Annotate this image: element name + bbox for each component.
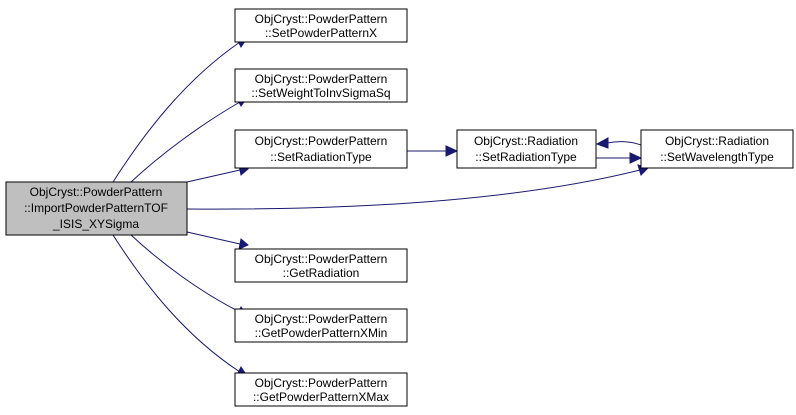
node-label-line: ObjCryst::PowderPattern — [255, 72, 388, 86]
node-label-line: ::GetPowderPatternXMin — [255, 326, 388, 340]
node-label-line: ObjCryst::Radiation — [665, 134, 769, 148]
node-label-line: ::SetPowderPatternX — [265, 26, 377, 40]
node-set-weight-to-inv-sigma-sq[interactable]: ObjCryst::PowderPattern ::SetWeightToInv… — [234, 68, 408, 103]
node-get-radiation[interactable]: ObjCryst::PowderPattern ::GetRadiation — [234, 248, 408, 283]
node-label-line: ObjCryst::PowderPattern — [255, 312, 388, 326]
edge-setrad-to-radtype — [407, 145, 459, 157]
node-get-powder-pattern-x-max[interactable]: ObjCryst::PowderPattern ::GetPowderPatte… — [234, 372, 408, 407]
node-radiation-set-wavelength-type[interactable]: ObjCryst::Radiation ::SetWavelengthType — [640, 129, 794, 169]
node-label-line: ::ImportPowderPatternTOF — [24, 201, 168, 215]
node-label-line: ::SetWeightToInvSigmaSq — [251, 86, 390, 100]
node-label-line: ::SetWavelengthType — [660, 150, 774, 164]
node-import-powder-pattern-tof[interactable]: ObjCryst::PowderPattern ::ImportPowderPa… — [5, 181, 188, 236]
edge-radtype-to-wavetype — [596, 152, 643, 164]
node-get-powder-pattern-x-min[interactable]: ObjCryst::PowderPattern ::GetPowderPatte… — [234, 308, 408, 343]
node-label-line: ::GetPowderPatternXMax — [253, 390, 389, 404]
node-label-line: _ISIS_XYSigma — [52, 217, 139, 231]
node-label-line: ObjCryst::PowderPattern — [255, 252, 388, 266]
edge-wavetype-to-radtype — [595, 137, 642, 149]
node-label-line: ObjCryst::PowderPattern — [255, 376, 388, 390]
edge-import-to-setw — [130, 96, 248, 183]
node-set-powder-pattern-x[interactable]: ObjCryst::PowderPattern ::SetPowderPatte… — [234, 8, 408, 43]
node-radiation-set-radiation-type[interactable]: ObjCryst::Radiation ::SetRadiationType — [456, 129, 597, 169]
edge-import-to-wavetype — [186, 164, 649, 210]
node-label-line: ::GetRadiation — [283, 266, 360, 280]
node-label-line: ::SetRadiationType — [270, 150, 372, 164]
edge-import-to-xmin — [130, 234, 248, 317]
node-label-line: ObjCryst::PowderPattern — [255, 134, 388, 148]
node-label-line: ObjCryst::PowderPattern — [30, 185, 163, 199]
node-powder-set-radiation-type[interactable]: ObjCryst::PowderPattern ::SetRadiationTy… — [234, 129, 408, 169]
edge-import-to-getrad — [186, 231, 249, 250]
edge-import-to-xmax — [112, 234, 248, 378]
node-label-line: ObjCryst::Radiation — [474, 134, 578, 148]
node-label-line: ::SetRadiationType — [475, 150, 577, 164]
node-label-line: ObjCryst::PowderPattern — [255, 12, 388, 26]
